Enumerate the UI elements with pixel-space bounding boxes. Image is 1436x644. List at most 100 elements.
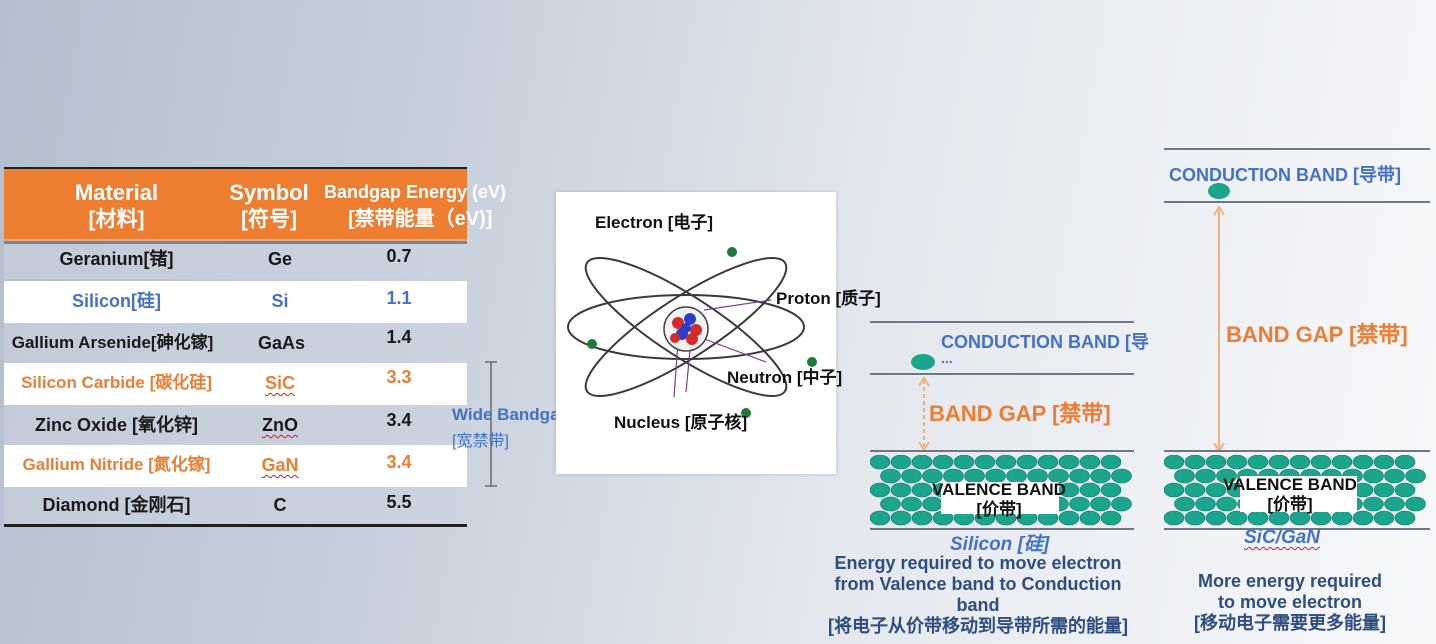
table-bottom-rule <box>4 524 467 527</box>
band-gap-label: BAND GAP [禁带] <box>1226 322 1408 347</box>
valence-atom <box>1184 455 1206 470</box>
symbol-cell: SiC <box>264 373 295 393</box>
material-cell: Gallium Nitride [氮化镓] <box>22 455 211 474</box>
valence-atom <box>1069 468 1090 484</box>
silicon-caption: Silicon [硅] <box>950 534 1050 555</box>
valence-atom <box>1268 455 1290 470</box>
valence-atom <box>1310 455 1332 470</box>
valence-atom <box>1079 510 1101 526</box>
valence-atom <box>1100 510 1122 526</box>
material-cell: Silicon[硅] <box>72 291 161 311</box>
valence-label-box <box>941 482 1059 514</box>
valence-atom <box>880 496 901 512</box>
nucleus-icon <box>670 313 702 345</box>
valence-atom <box>1205 455 1227 470</box>
valence-atom <box>1174 468 1195 484</box>
valence-atom <box>1058 482 1080 498</box>
valence-atom <box>870 482 891 498</box>
caption-line: Energy required to move electron <box>834 553 1122 573</box>
table-row: Gallium Nitride [氮化镓] GaN 3.4 <box>4 445 467 487</box>
valence-atom <box>890 510 912 526</box>
valence-atom <box>1373 455 1395 470</box>
valence-atom <box>922 468 943 484</box>
valence-atom <box>1164 455 1185 470</box>
valence-atom <box>890 482 912 498</box>
valence-atom <box>1058 510 1080 526</box>
valence-atom <box>870 455 891 470</box>
valence-atom <box>1164 510 1185 526</box>
valence-atom <box>1016 455 1038 470</box>
valence-atom <box>953 455 975 470</box>
valence-atom <box>995 455 1017 470</box>
bandgap-table: Material [材料] Symbol [符号] Bandgap Energy… <box>4 167 506 527</box>
bandgap-cell: 3.4 <box>386 410 412 430</box>
valence-atom <box>1195 468 1216 484</box>
valence-atom <box>1373 510 1395 526</box>
silicon-description: Energy required to move electron from Va… <box>800 553 1156 637</box>
valence-atom <box>1184 482 1206 498</box>
valence-atom <box>1164 482 1185 498</box>
sic-description: More energy required to move electron [移… <box>1160 571 1420 634</box>
valence-atom <box>1384 496 1405 512</box>
material-cell: Diamond [金刚石] <box>42 495 191 515</box>
caption-line: [移动电子需要更多能量] <box>1194 613 1386 633</box>
bandgap-cell: 1.1 <box>386 288 412 308</box>
valence-atom <box>1195 496 1216 512</box>
header-symbol-cn: [符号] <box>241 208 297 231</box>
table-row: Silicon Carbide [碳化硅] SiC 3.3 <box>4 363 467 405</box>
header-material-cn: [材料] <box>88 208 145 231</box>
header-bandgap: Bandgap Energy (eV) <box>324 182 507 202</box>
bandgap-cell: 3.4 <box>386 452 412 472</box>
valence-atom <box>1394 482 1416 498</box>
valence-atom <box>1111 468 1132 484</box>
sic-caption: SiC/GaN <box>1244 527 1321 548</box>
table-header: Material [材料] Symbol [符号] Bandgap Energy… <box>4 167 506 244</box>
header-bandgap-cn: [禁带能量（eV)] <box>348 208 493 230</box>
header-symbol: Symbol <box>229 180 309 205</box>
conduction-band-label: CONDUCTION BAND [导 <box>941 332 1149 352</box>
valence-atom <box>1363 468 1384 484</box>
valence-atom <box>1090 496 1111 512</box>
valence-atom <box>1226 510 1248 526</box>
valence-atom <box>1111 496 1132 512</box>
table-row: Silicon[硅] Si 1.1 <box>4 281 467 323</box>
valence-band-line-top <box>1164 450 1430 452</box>
orbit-tilted-up <box>584 256 788 398</box>
caption-line: [将电子从价带移动到导带所需的能量] <box>828 616 1128 636</box>
conduction-band-label: CONDUCTION BAND [导带] <box>1169 165 1401 185</box>
electron-dot <box>587 339 597 349</box>
table-row: Gallium Arsenide[砷化镓] GaAs 1.4 <box>4 323 467 363</box>
conduction-band-line-top <box>1164 148 1430 150</box>
valence-band-line-bottom <box>1164 528 1430 530</box>
valence-atom <box>1226 455 1248 470</box>
material-cell: Zinc Oxide [氧化锌] <box>34 415 198 435</box>
table-row: Diamond [金刚石] C 5.5 <box>4 487 467 524</box>
valence-atom <box>1079 455 1101 470</box>
valence-atom <box>911 455 933 470</box>
valence-atom <box>1100 455 1122 470</box>
material-cell: Gallium Arsenide[砷化镓] <box>11 333 214 352</box>
valence-atom <box>1216 468 1237 484</box>
atom-diagram: Electron [电子] Proton [质子] Neutron [中子] N… <box>556 192 881 474</box>
wide-bandgap-label: Wide Bandgap <box>452 405 570 424</box>
valence-atom <box>1394 455 1416 470</box>
symbol-cell: GaAs <box>257 333 306 353</box>
valence-atom <box>1069 496 1090 512</box>
valence-atom <box>1174 496 1195 512</box>
valence-atom <box>1331 455 1353 470</box>
valence-atom <box>1216 496 1237 512</box>
orbit-tilted-down <box>584 256 788 398</box>
valence-band-line-top <box>870 450 1134 452</box>
valence-atom <box>870 510 891 526</box>
valence-atom <box>1289 455 1311 470</box>
bandgap-cell: 5.5 <box>386 492 412 512</box>
electron-dot <box>1208 183 1230 199</box>
valence-atom <box>1090 468 1111 484</box>
valence-atom <box>901 496 922 512</box>
valence-band-label-cn: [价带] <box>1267 495 1313 514</box>
valence-band-label: VALENCE BAND <box>932 480 1066 499</box>
electron-dot <box>727 247 737 257</box>
caption-line: More energy required <box>1197 571 1383 591</box>
symbol-cell: GaN <box>261 455 299 475</box>
symbol-cell: Si <box>271 291 289 311</box>
